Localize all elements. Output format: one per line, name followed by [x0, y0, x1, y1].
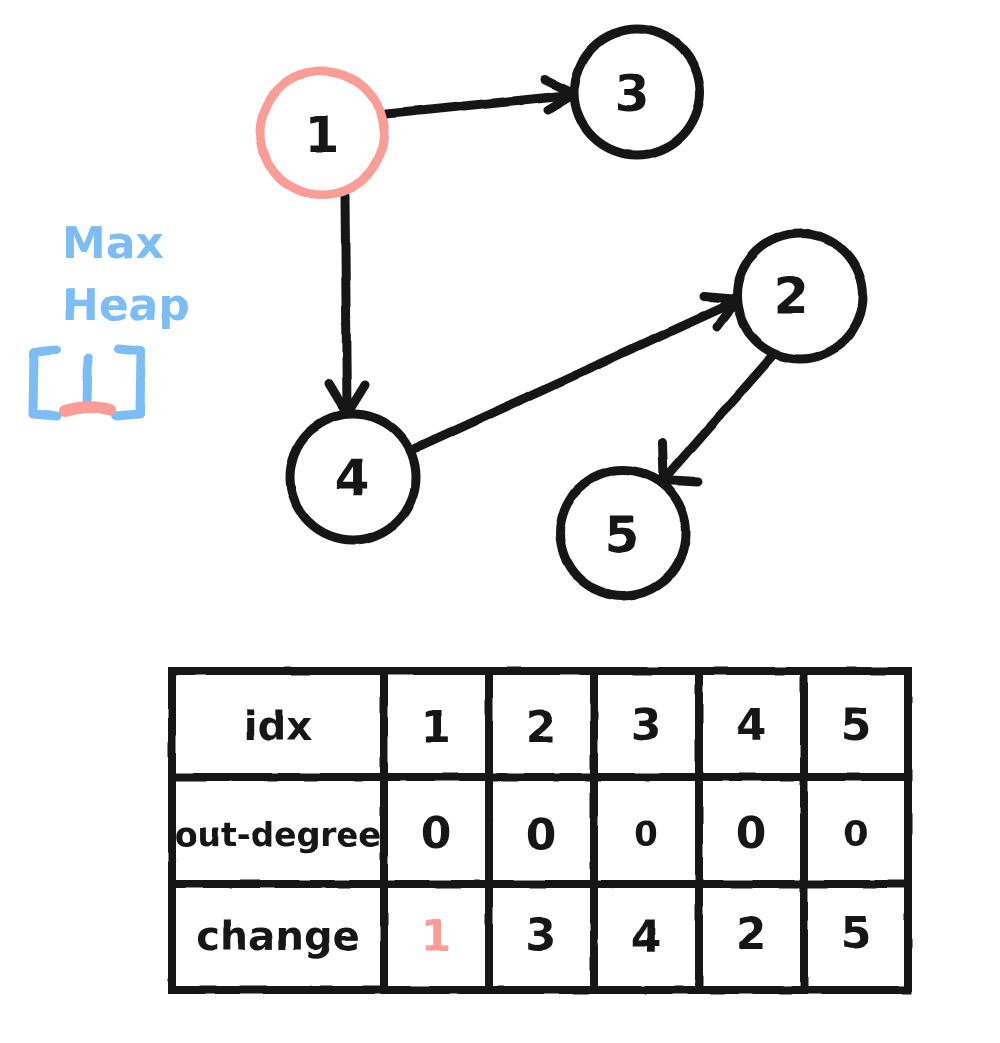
node-1-label: 1 — [305, 106, 340, 164]
cell-out-degree-1: 0 — [421, 808, 452, 859]
graph-node-2[interactable]: 2 — [732, 228, 868, 364]
annotation-line-heap: Heap — [62, 280, 190, 331]
row-header-change: change — [196, 914, 359, 960]
edge-1-to-4 — [324, 191, 370, 419]
cell-change-4: 2 — [736, 909, 767, 960]
node-2-label: 2 — [774, 267, 809, 325]
cell-idx-2: 2 — [526, 702, 557, 753]
cell-change-5: 5 — [841, 908, 872, 959]
node-5-circle[interactable] — [555, 465, 691, 601]
edge-4-to-2 — [411, 292, 743, 453]
graph-node-4[interactable]: 4 — [285, 409, 421, 545]
table-row-change: change 1 3 4 2 5 — [196, 908, 871, 963]
cell-out-degree-2: 0 — [526, 810, 557, 861]
table-gridlines — [168, 667, 912, 994]
cell-change-3: 4 — [631, 912, 662, 963]
graph-node-3[interactable]: 3 — [569, 24, 705, 160]
node-4-label: 4 — [335, 449, 370, 507]
node-3-label: 3 — [615, 65, 650, 123]
heap-value-underline — [59, 401, 116, 417]
cell-idx-3: 3 — [631, 700, 662, 751]
max-heap-annotation: Max Heap — [28, 218, 190, 421]
node-3-circle[interactable] — [569, 24, 705, 160]
status-table: idx 1 2 3 4 5 out-degree 0 0 0 0 0 chang… — [168, 667, 912, 994]
cell-out-degree-3: 0 — [634, 814, 658, 854]
bracket-close-icon — [111, 344, 146, 421]
cell-change-2: 3 — [526, 910, 557, 961]
node-1-circle[interactable] — [255, 66, 389, 200]
edge-2-to-5 — [657, 351, 777, 487]
table-outer-border — [168, 667, 912, 994]
graph-edges — [324, 75, 777, 487]
graph-node-1[interactable]: 1 — [255, 66, 389, 200]
cell-out-degree-4: 0 — [736, 808, 767, 859]
row-header-idx: idx — [244, 704, 312, 750]
node-5-label: 5 — [605, 506, 640, 564]
heap-value-stroke — [82, 353, 93, 409]
bracket-open-icon — [28, 345, 62, 421]
cell-idx-1: 1 — [421, 702, 452, 753]
node-2-circle[interactable] — [732, 228, 868, 364]
cell-out-degree-5: 0 — [843, 814, 868, 855]
row-header-out-degree: out-degree — [175, 815, 381, 854]
cell-change-1: 1 — [421, 911, 452, 962]
cell-idx-4: 4 — [736, 700, 767, 751]
table-row-out-degree: out-degree 0 0 0 0 0 — [175, 808, 869, 861]
graph-node-5[interactable]: 5 — [555, 465, 691, 601]
table-row-idx: idx 1 2 3 4 5 — [244, 700, 871, 753]
node-4-circle[interactable] — [285, 409, 421, 545]
graph-nodes: 1 3 2 4 5 — [255, 24, 868, 601]
cell-idx-5: 5 — [841, 700, 872, 751]
annotation-line-max: Max — [62, 218, 164, 269]
edge-1-to-3 — [381, 75, 579, 119]
